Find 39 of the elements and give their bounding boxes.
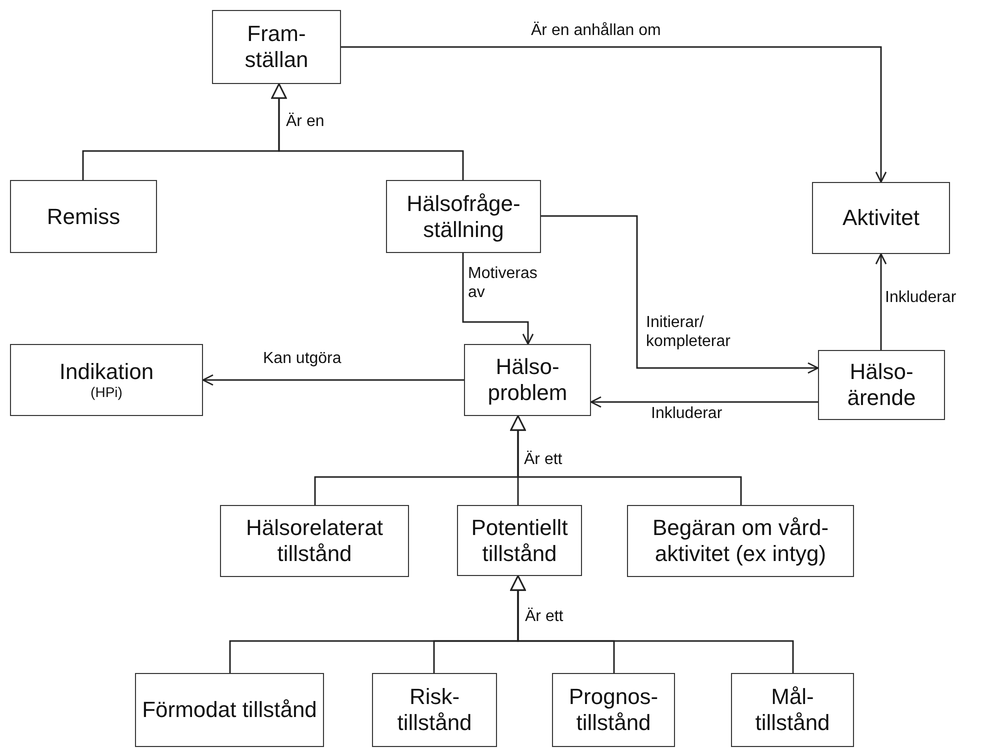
arrow [462,253,534,345]
generalization-arrow [510,575,794,673]
node-label: Mål- tillstånd [754,684,831,736]
node-label: Aktivitet [842,205,920,231]
node-label: Hälso- ärende [846,359,917,411]
class-box [818,350,945,420]
class-box [135,673,324,747]
class-box [627,505,854,577]
node-label: Hälsofråge- ställning [406,190,522,242]
node-label: Prognos- tillstånd [568,684,660,736]
node-label: Förmodat tillstånd [142,697,317,723]
class-box [464,344,591,416]
arrow [341,46,887,183]
class-box [220,505,409,577]
class-box [212,10,341,84]
generalization-arrow [271,83,464,180]
node-label: Potentiellt tillstånd [470,514,569,566]
node-label: Remiss [46,204,120,230]
class-box [10,344,203,416]
node-label: Hälsorelaterat tillstånd [245,515,384,567]
class-box [386,180,541,253]
arrow [590,396,818,408]
arrow [875,253,887,350]
class-box [10,180,157,253]
class-box [457,505,582,576]
class-box [812,182,950,254]
class-box [731,673,854,747]
node-subtitle: (HPi) [90,385,122,401]
node-label: Fram- ställan [244,21,310,73]
node-label: Risk- tillstånd [396,684,473,736]
arrow [202,374,464,386]
generalization-arrow [510,415,742,505]
node-label: Indikation [59,359,154,386]
edge-label: Kan utgöra [262,349,342,368]
node-label: Begäran om vård- aktivitet (ex intyg) [651,515,830,567]
node-label: Hälso- problem [486,354,568,406]
class-box [372,673,497,747]
class-box [552,673,675,747]
arrow [541,215,819,374]
